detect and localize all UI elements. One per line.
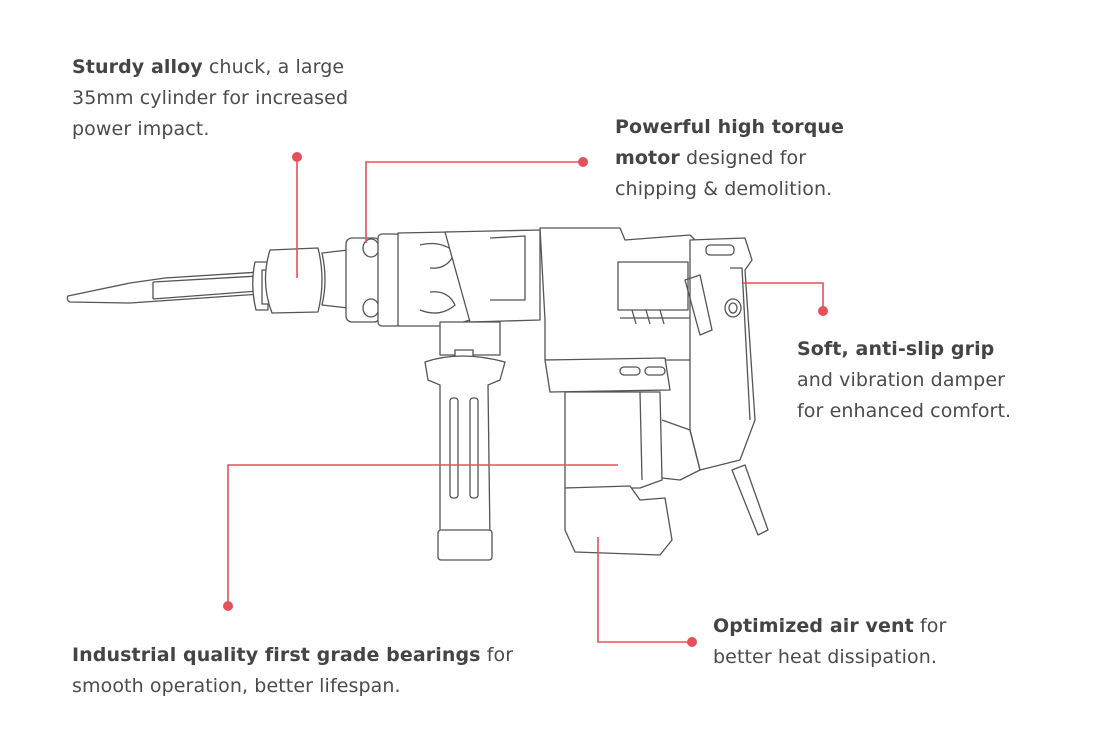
callout-bearings: Industrial quality first grade bearings … bbox=[72, 640, 513, 702]
callout-chuck-line2: 35mm cylinder for increased bbox=[72, 87, 349, 109]
callout-grip-line3: for enhanced comfort. bbox=[797, 400, 1012, 422]
callout-vent-bold: Optimized air vent bbox=[713, 615, 914, 637]
callout-vent-line2: better heat dissipation. bbox=[713, 646, 938, 668]
callout-motor-line3: chipping & demolition. bbox=[615, 178, 833, 200]
callout-bearings-text: for bbox=[480, 644, 514, 666]
callout-chuck: Sturdy alloy chuck, a large 35mm cylinde… bbox=[72, 52, 348, 145]
callout-grip: Soft, anti-slip grip and vibration dampe… bbox=[797, 334, 1011, 427]
chisel-bit bbox=[66, 271, 261, 304]
callout-motor-text: designed for bbox=[679, 147, 807, 169]
callout-motor-bold: Powerful high torque bbox=[615, 116, 845, 138]
chuck-cylinder bbox=[264, 247, 323, 314]
callout-motor-bold2: motor bbox=[615, 147, 680, 169]
callout-vent: Optimized air vent for better heat dissi… bbox=[713, 611, 946, 673]
callout-chuck-text: chuck, a large bbox=[202, 56, 345, 78]
air-vent-cap bbox=[564, 485, 673, 556]
rear-handle bbox=[689, 237, 756, 471]
callout-bearings-line2: smooth operation, better lifespan. bbox=[72, 675, 401, 697]
callout-bearings-bold: Industrial quality first grade bearings bbox=[72, 644, 481, 666]
callout-vent-text: for bbox=[913, 615, 947, 637]
motor-housing bbox=[564, 391, 663, 489]
callout-grip-bold: Soft, anti-slip grip bbox=[797, 338, 995, 360]
callout-chuck-bold: Sturdy alloy bbox=[72, 56, 203, 78]
side-handle bbox=[424, 355, 506, 541]
callout-chuck-line3: power impact. bbox=[72, 118, 210, 140]
callout-grip-line2: and vibration damper bbox=[797, 369, 1006, 391]
callout-motor: Powerful high torque motor designed for … bbox=[615, 112, 844, 205]
